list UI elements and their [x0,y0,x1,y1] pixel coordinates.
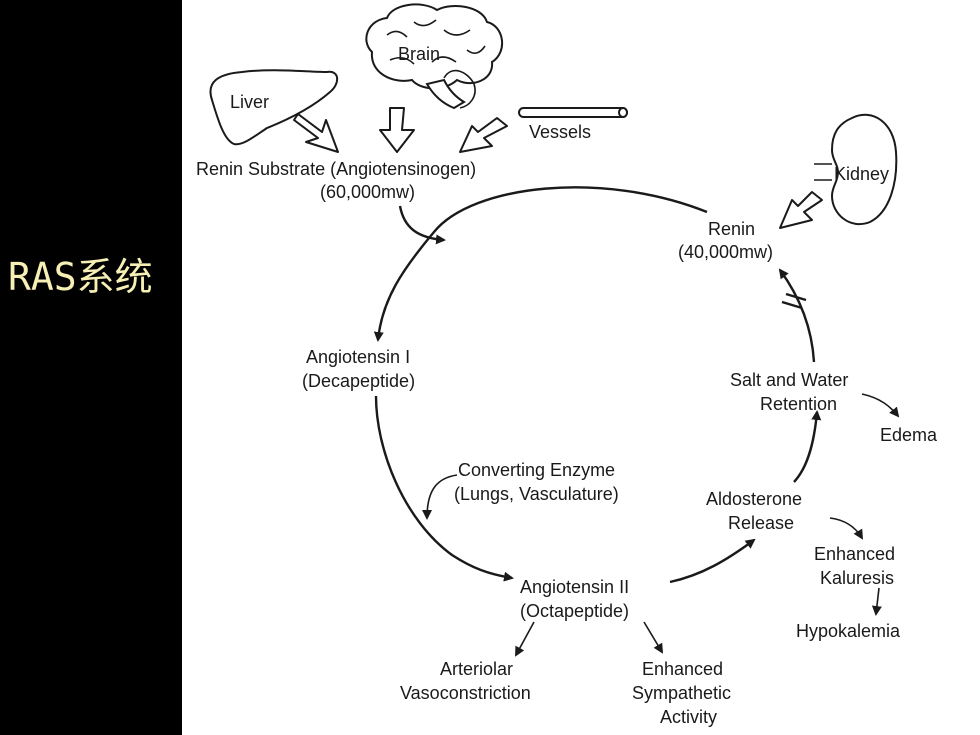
brain-icon [365,3,503,110]
liver-arrow-icon [293,113,339,153]
angiotensin-2-to-aldosterone-arrow [669,538,756,584]
ras-diagram-panel: Brain Liver Vessels Kidney Renin Substra… [182,0,980,735]
vessels-label: Vessels [529,122,591,142]
kaluresis-to-hypokalemia-arrow [871,587,882,616]
aldosterone-to-salt-water-arrow [793,410,822,483]
feedback-block-mark [781,292,807,310]
salt-water-label: Salt and Water [730,370,848,390]
renin-label: Renin [708,219,755,239]
brain-arrow-icon [379,107,415,153]
angiotensin-1-to-2-arrow [374,395,514,582]
renin-to-angiotensin-1-arrow [373,186,708,342]
aldosterone-sub: Release [728,513,794,533]
substrate-to-cycle-arrow [398,205,446,245]
converting-enzyme-pointer [422,474,458,520]
salt-water-sub: Retention [760,394,837,414]
sympathetic-sub2: Activity [660,707,717,727]
brain-label: Brain [398,44,440,64]
vasoconstriction-label: Arteriolar [440,659,513,679]
angiotensin-2-to-vasoconstriction-arrow [515,621,535,657]
aldosterone-label: Aldosterone [706,489,802,509]
angiotensin-1-sub: (Decapeptide) [302,371,415,391]
renin-substrate-mw: (60,000mw) [320,182,415,202]
salt-water-to-edema-arrow [861,393,900,418]
liver-icon [209,69,339,146]
converting-enzyme-sub: (Lungs, Vasculature) [454,484,619,504]
hypokalemia-label: Hypokalemia [796,621,901,641]
angiotensin-2-sub: (Octapeptide) [520,601,629,621]
ras-diagram: Brain Liver Vessels Kidney Renin Substra… [196,3,938,727]
renin-mw: (40,000mw) [678,242,773,262]
liver-label: Liver [230,92,269,112]
vasoconstriction-sub: Vasoconstriction [400,683,531,703]
edema-label: Edema [880,425,938,445]
kidney-icon [814,113,898,225]
angiotensin-2-label: Angiotensin II [520,577,629,597]
slide-title: RAS系统 [8,255,153,299]
vessels-icon [518,107,628,118]
kidney-label: Kidney [834,164,889,184]
kidney-arrow-icon [779,191,823,229]
sympathetic-sub: Sympathetic [632,683,731,703]
renin-substrate-label: Renin Substrate (Angiotensinogen) [196,159,476,179]
vessels-arrow-icon [459,117,508,153]
kaluresis-sub: Kaluresis [820,568,894,588]
salt-water-to-renin-arrow [778,268,816,363]
converting-enzyme-label: Converting Enzyme [458,460,615,480]
angiotensin-2-to-sympathetic-arrow [643,621,664,654]
kaluresis-label: Enhanced [814,544,895,564]
angiotensin-1-label: Angiotensin I [306,347,410,367]
sympathetic-label: Enhanced [642,659,723,679]
aldosterone-to-kaluresis-arrow [829,517,864,540]
